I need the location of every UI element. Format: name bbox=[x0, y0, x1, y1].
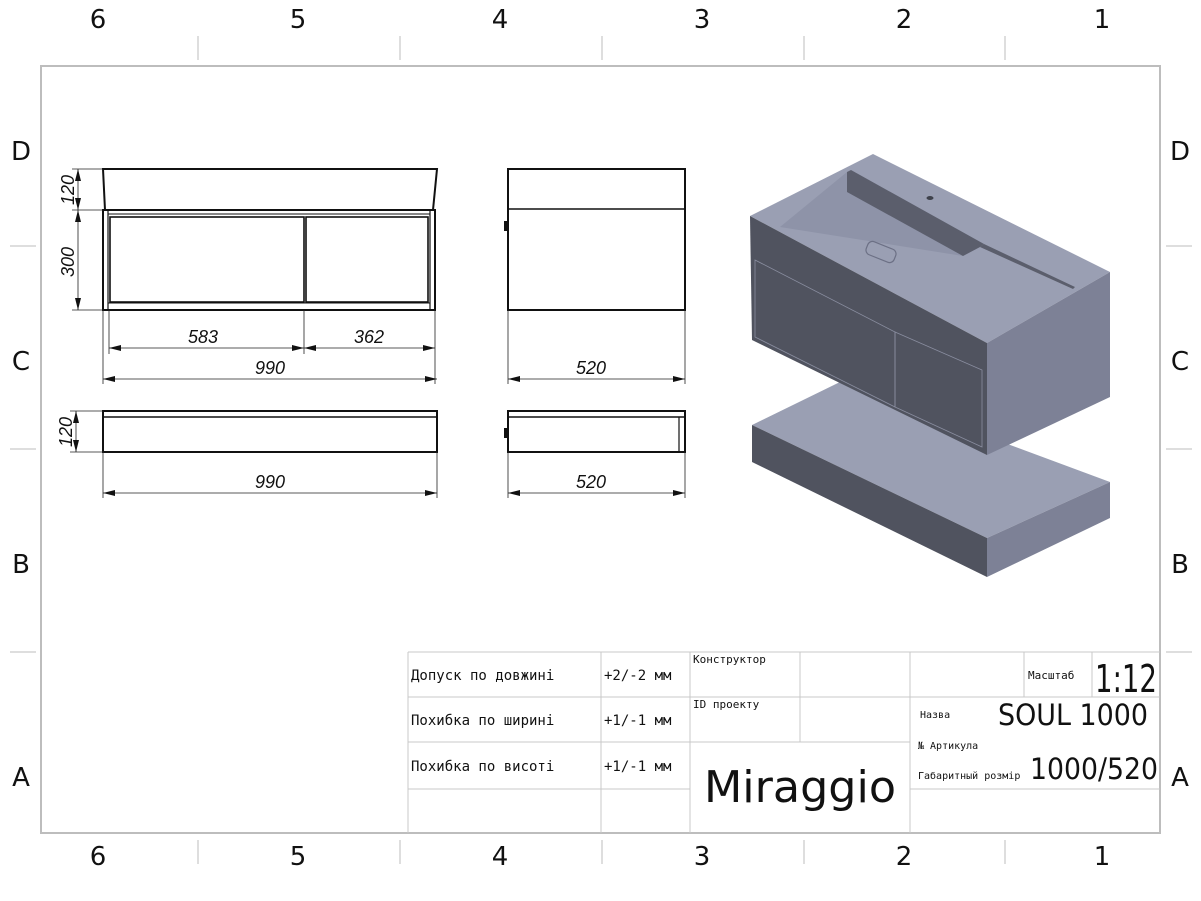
column-label-top: 5 bbox=[290, 5, 307, 35]
dim-overall-width: 990 bbox=[255, 358, 285, 378]
tolerance-height-value: +1/-1 мм bbox=[604, 759, 672, 775]
column-label-top: 4 bbox=[492, 5, 509, 35]
row-label-right: C bbox=[1171, 347, 1189, 377]
iso-part-right bbox=[987, 272, 1110, 455]
row-label-right: A bbox=[1171, 763, 1189, 793]
tolerance-width-value: +1/-1 мм bbox=[604, 713, 672, 729]
iso-cabinet bbox=[750, 154, 1110, 455]
handle-marker bbox=[504, 221, 508, 231]
side-view: 520 bbox=[504, 168, 686, 384]
row-label-left: B bbox=[12, 550, 30, 580]
row-label-right: B bbox=[1171, 550, 1189, 580]
iso-part-right bbox=[987, 482, 1110, 577]
column-label-bottom: 1 bbox=[1094, 842, 1111, 872]
title-block: Допуск по довжині +2/-2 мм Похибка по ши… bbox=[407, 651, 1160, 833]
iso-part-top bbox=[752, 382, 1110, 538]
tolerance-length-label: Допуск по довжині bbox=[411, 668, 554, 684]
column-label-top: 1 bbox=[1094, 5, 1111, 35]
dim-right-drawer-width: 362 bbox=[354, 327, 384, 347]
dim-cabinet-height: 300 bbox=[58, 247, 78, 277]
handle-marker bbox=[504, 428, 508, 438]
article-label: № Артикула bbox=[918, 741, 978, 752]
column-label-top: 6 bbox=[90, 5, 107, 35]
row-label-left: A bbox=[12, 763, 30, 793]
size-value: 1000/520 bbox=[1030, 752, 1158, 786]
base-front-view: 120 990 bbox=[56, 410, 438, 498]
dim-top-height: 120 bbox=[58, 175, 78, 205]
iso-base-slab bbox=[752, 382, 1110, 577]
tap-hole-icon bbox=[926, 196, 934, 200]
column-label-top: 3 bbox=[694, 5, 711, 35]
column-label-bottom: 3 bbox=[694, 842, 711, 872]
name-label: Назва bbox=[920, 710, 950, 721]
basin-back-wall bbox=[847, 170, 984, 256]
iso-part-front bbox=[752, 425, 987, 577]
brand-logo: Miraggio bbox=[704, 762, 896, 813]
column-label-bottom: 2 bbox=[896, 842, 913, 872]
scale-label: Масштаб bbox=[1028, 669, 1074, 682]
dim-left-drawer-width: 583 bbox=[188, 327, 218, 347]
size-label: Габаритный розмір bbox=[918, 770, 1020, 782]
dim-base-side-depth: 520 bbox=[576, 472, 606, 492]
isometric-view bbox=[750, 154, 1110, 577]
front-view: 120 300 583 362 990 bbox=[58, 168, 439, 384]
dim-base-width: 990 bbox=[255, 472, 285, 492]
column-label-bottom: 4 bbox=[492, 842, 509, 872]
column-label-bottom: 6 bbox=[90, 842, 107, 872]
designer-label: Конструктор bbox=[693, 653, 766, 666]
base-side-view: 520 bbox=[504, 410, 686, 498]
name-value: SOUL 1000 bbox=[998, 698, 1148, 732]
scale-value: 1:12 bbox=[1095, 657, 1157, 701]
tolerance-width-label: Похибка по ширині bbox=[411, 713, 554, 729]
dim-side-depth: 520 bbox=[576, 358, 606, 378]
tolerance-length-value: +2/-2 мм bbox=[604, 668, 672, 684]
column-label-bottom: 5 bbox=[290, 842, 307, 872]
iso-part-front bbox=[750, 216, 987, 455]
row-label-left: D bbox=[11, 137, 31, 167]
project-id-label: ID проекту bbox=[693, 698, 760, 711]
dim-base-height: 120 bbox=[56, 417, 76, 447]
drawer-panel-right bbox=[894, 331, 983, 448]
overflow-channel bbox=[980, 244, 1075, 289]
tolerance-height-label: Похибка по висоті bbox=[411, 759, 554, 775]
column-label-top: 2 bbox=[896, 5, 913, 35]
row-label-left: C bbox=[12, 347, 30, 377]
row-label-right: D bbox=[1170, 137, 1190, 167]
drain-icon bbox=[865, 240, 897, 264]
